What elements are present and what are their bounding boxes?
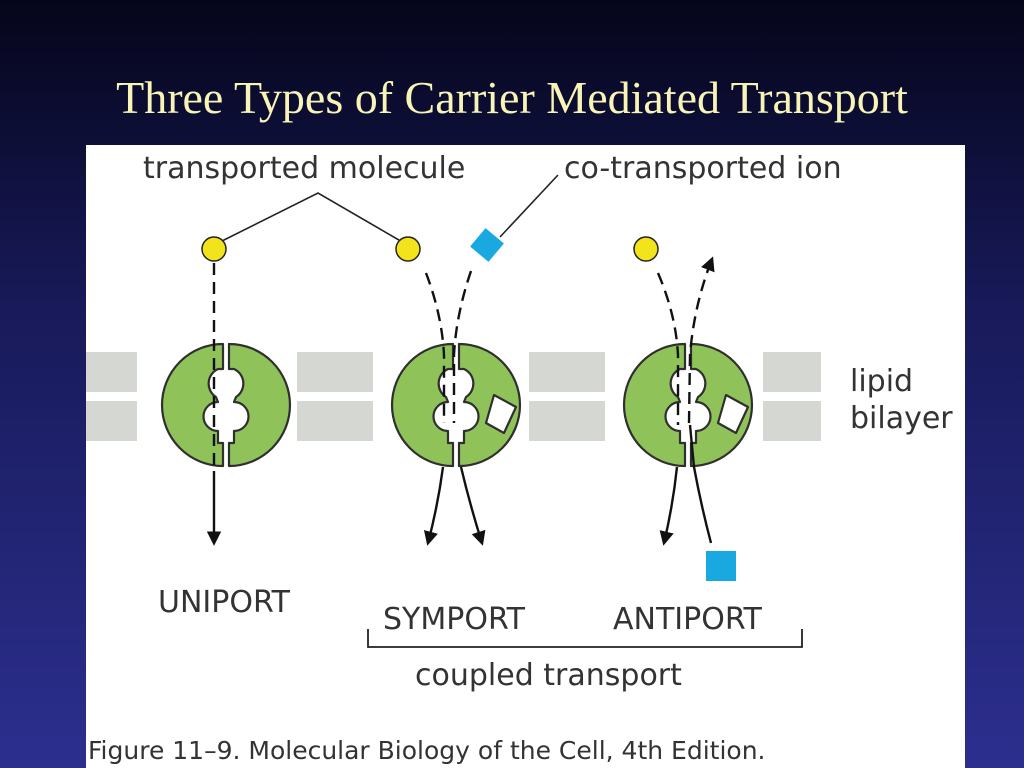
symport-carrier <box>390 342 522 468</box>
pointer-line-ion <box>499 174 559 238</box>
antiport-path-ion-dashed <box>687 256 715 424</box>
symport-arrow-ion <box>459 466 486 546</box>
symport-path-molecule <box>424 272 446 423</box>
symport-path-ion <box>452 270 473 423</box>
label-transported-molecule: transported molecule <box>143 151 465 186</box>
label-coupled-transport: coupled transport <box>415 658 682 693</box>
label-uniport: UNIPORT <box>158 585 291 620</box>
label-symport: SYMPORT <box>383 602 526 637</box>
antiport-path-molecule <box>656 272 680 425</box>
uniport-molecule <box>201 236 227 262</box>
uniport-carrier <box>160 342 292 468</box>
symport-arrow-molecule <box>423 466 445 546</box>
label-bilayer: bilayer <box>850 401 953 436</box>
slide-title: Three Types of Carrier Mediated Transpor… <box>116 72 908 123</box>
label-antiport: ANTIPORT <box>613 602 763 637</box>
symport-ion <box>470 228 504 262</box>
antiport-carrier <box>622 342 754 468</box>
label-co-transported-ion: co-transported ion <box>564 151 842 186</box>
symport-molecule <box>395 236 421 262</box>
lipid-bilayer <box>86 352 821 441</box>
pointer-line-molecule <box>217 192 405 244</box>
label-lipid: lipid <box>850 364 913 399</box>
antiport-molecule <box>633 236 659 262</box>
antiport-path-ion <box>688 424 713 544</box>
transport-diagram: transported molecule co-transported ion … <box>86 151 953 765</box>
figure-panel: transported molecule co-transported ion … <box>86 145 965 768</box>
coupled-transport-bracket <box>367 629 803 648</box>
figure-caption: Figure 11–9. Molecular Biology of the Ce… <box>88 736 766 765</box>
antiport-ion <box>706 551 736 581</box>
antiport-arrow-molecule <box>659 466 679 546</box>
